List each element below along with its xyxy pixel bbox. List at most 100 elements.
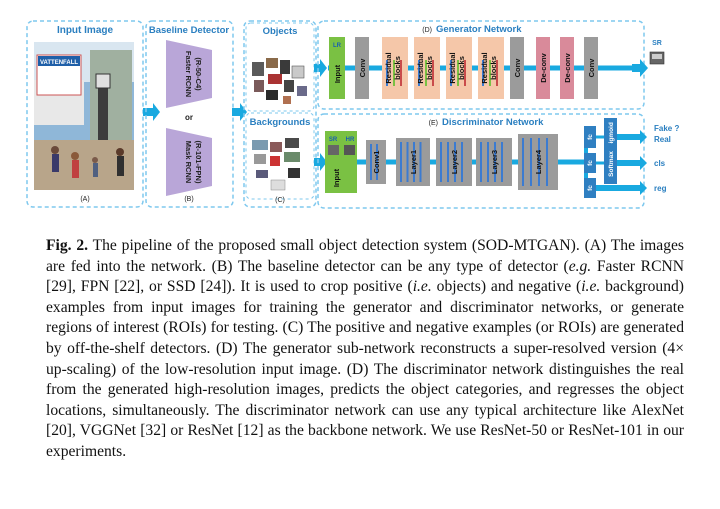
layer-stripe	[501, 142, 503, 182]
caption-part-4: background) examples from input images f…	[46, 278, 684, 460]
detector1-sub: (R-50-C4)	[194, 57, 203, 91]
generator-block-label: blocks	[393, 56, 402, 80]
generator-block-label: De-conv	[539, 52, 548, 82]
softmax-block	[604, 144, 617, 184]
generator-block-label: blocks	[425, 56, 434, 80]
out-fake-label: Fake ?	[654, 124, 679, 133]
fc-block-2	[584, 153, 596, 173]
layer-stripe	[370, 144, 372, 180]
generator-block-label: De-conv	[563, 52, 572, 82]
panel-d-title: Generator Network	[436, 24, 522, 35]
discriminator-layer-label: Layer4	[534, 149, 543, 174]
discriminator-layer-label: Conv1	[372, 151, 381, 174]
detector1-label: Faster RCNN	[184, 51, 193, 97]
generator-block-label: Conv	[513, 58, 522, 78]
panel-c-frame	[243, 20, 317, 208]
sign-text: VATTENFALL	[40, 60, 78, 66]
figure-caption: Fig. 2. The pipeline of the proposed sma…	[46, 236, 684, 463]
layer-stripe	[530, 138, 532, 186]
layer-stripe	[419, 142, 422, 182]
panel-b-letter: (B)	[184, 196, 193, 203]
layer-stripe	[522, 138, 524, 186]
caption-eg: e.g.	[568, 257, 592, 275]
generator-block-label: blocks	[489, 56, 498, 80]
generator-block-label: Residual	[480, 52, 489, 83]
generator-block-label: Residual	[416, 52, 425, 83]
detector2-trapezoid	[166, 128, 212, 196]
residual-stripe	[464, 60, 466, 86]
fc-label-3: fc	[587, 185, 594, 191]
generator-sr-label: SR	[652, 40, 662, 47]
caption-fig-label: Fig. 2.	[46, 237, 89, 254]
panel-c-letter: (C)	[275, 197, 285, 204]
residual-stripe	[450, 60, 452, 86]
discriminator-input-block	[325, 131, 357, 193]
residual-stripe	[425, 60, 427, 86]
out-arrow-fake-real	[617, 130, 647, 144]
generator-input-label: Input	[333, 64, 342, 83]
detector2-label: Mask RCNN	[184, 141, 193, 184]
discriminator-input-label: Input	[332, 168, 341, 187]
generator-block-9	[584, 37, 598, 99]
layer-stripe	[400, 142, 402, 182]
or-text: or	[185, 113, 193, 122]
layer-stripe	[480, 142, 482, 182]
panel-a-frame	[26, 20, 144, 208]
residual-stripe	[457, 60, 459, 86]
layer-stripe	[461, 142, 463, 182]
residual-stripe	[400, 60, 402, 86]
generator-lr-label: LR	[333, 43, 342, 49]
generator-block-label: Residual	[448, 52, 457, 83]
caption-ie-1: i.e.	[412, 278, 432, 296]
sr-input-thumb	[328, 145, 339, 155]
layer-stripe	[538, 138, 540, 186]
residual-stripe	[386, 60, 388, 86]
panel-d-letter: (D)	[422, 27, 432, 34]
panel-input-image: Input Image VATTENFALL (A)	[26, 20, 144, 208]
caption-part-1: The pipeline of the proposed small objec…	[46, 237, 684, 275]
residual-stripe	[489, 60, 491, 86]
layer-stripe	[440, 142, 442, 182]
generator-block-label: Conv	[587, 58, 596, 78]
fc-label-2: fc	[587, 160, 594, 166]
sigmoid-label: Sigmoid	[608, 122, 615, 148]
discriminator-sr-label: SR	[329, 137, 338, 143]
hr-input-thumb	[344, 145, 355, 155]
discriminator-layer-label: Layer3	[490, 150, 499, 174]
sr-thumbnail-detail	[652, 54, 662, 59]
layer-stripe	[546, 138, 548, 186]
panel-e-letter: (E)	[429, 120, 438, 127]
layer-stripe	[494, 142, 496, 182]
fc-block-1	[584, 126, 596, 148]
discriminator-hr-label: HR	[346, 137, 355, 143]
panel-a-letter: (A)	[80, 196, 89, 203]
discriminator-layer-label: Layer2	[450, 150, 459, 174]
softmax-label: Softmax	[608, 151, 615, 177]
caption-ie-2: i.e.	[581, 278, 601, 296]
panel-b-title: Baseline Detector	[149, 25, 230, 36]
generator-block-label: blocks	[457, 56, 466, 80]
backgrounds-title: Backgrounds	[250, 117, 311, 128]
panel-d-frame	[317, 20, 645, 110]
residual-stripe	[393, 60, 395, 86]
residual-stripe	[482, 60, 484, 86]
panel-generator: (D) Generator Network LR Input Conv Resid…	[317, 20, 665, 110]
residual-stripe	[432, 60, 434, 86]
out-reg-label: reg	[654, 184, 667, 193]
generator-block-1	[355, 37, 369, 99]
generator-block-label: Conv	[358, 58, 367, 78]
arrow-a-b	[143, 103, 160, 121]
caption-part-2: Faster RCNN [29], FPN [22], or SSD [24])…	[46, 257, 685, 296]
street-photo: VATTENFALL	[34, 42, 134, 190]
generator-block-6	[510, 37, 524, 99]
caption-part-3: objects) and negative (	[431, 278, 582, 296]
pipeline-figure: Input Image VATTENFALL (A) Baseline	[26, 20, 679, 209]
layer-stripe	[454, 142, 456, 182]
out-arrow-cls	[617, 156, 647, 170]
out-cls-label: cls	[654, 159, 666, 168]
out-real-label: Real	[654, 135, 671, 144]
generator-input-block	[329, 37, 345, 99]
arrow-c-e	[314, 153, 327, 171]
backgrounds-box	[245, 112, 315, 200]
